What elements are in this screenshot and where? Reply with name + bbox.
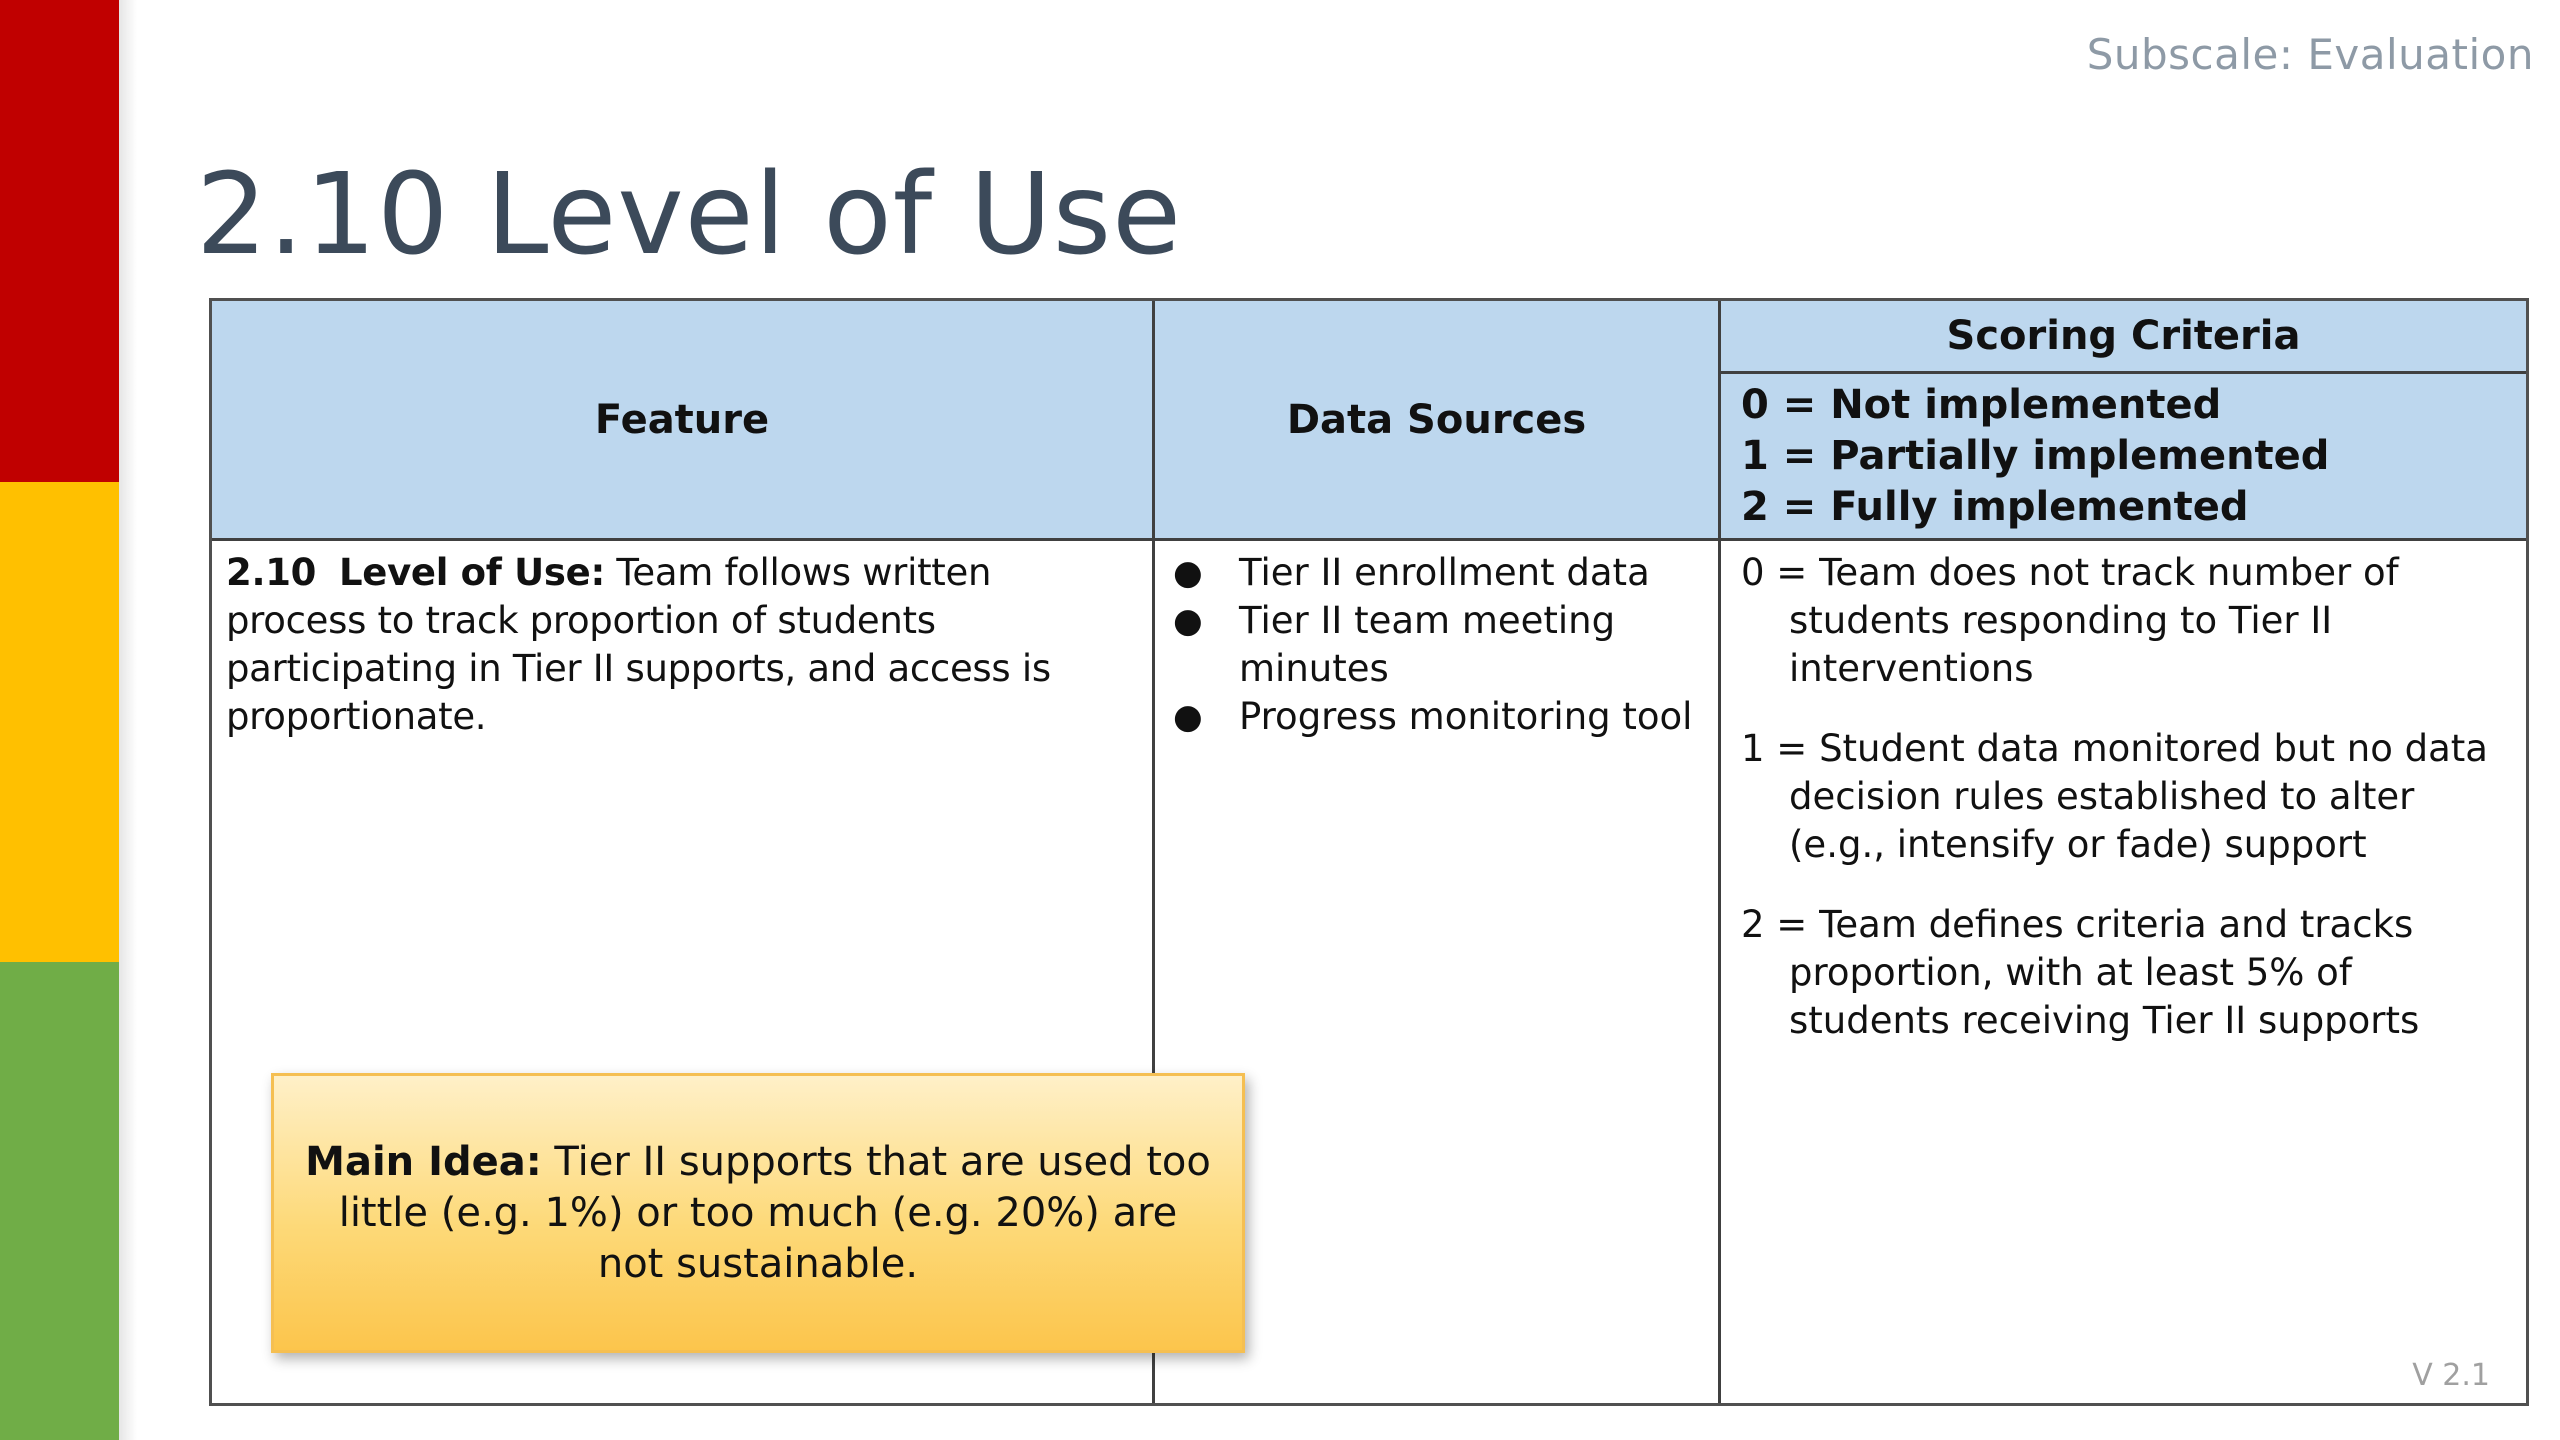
data-sources-list: ●Tier II enrollment data ●Tier II team m… bbox=[1167, 549, 1712, 741]
bullet-icon: ● bbox=[1173, 553, 1203, 593]
scoring-levels: 0 = Not implemented 1 = Partially implem… bbox=[1721, 374, 2526, 533]
data-sources-cell: ●Tier II enrollment data ●Tier II team m… bbox=[1155, 541, 1718, 1403]
feature-label: Level of Use: bbox=[339, 551, 605, 594]
color-bar-shadow bbox=[119, 0, 137, 1440]
column-divider bbox=[1718, 541, 1721, 1403]
list-item: ●Tier II enrollment data bbox=[1167, 549, 1712, 597]
main-idea-label: Main Idea: bbox=[305, 1138, 542, 1185]
feature-text: Team follows written process to track pr… bbox=[226, 551, 1051, 738]
criteria-item: 2 = Team defines criteria and tracks pro… bbox=[1741, 903, 2420, 1042]
feature-number: 2.10 bbox=[226, 551, 317, 594]
criteria-cell: 0 = Team does not track number of studen… bbox=[1721, 541, 2526, 1403]
color-bar-green bbox=[0, 962, 119, 1440]
criteria-item: 1 = Student data monitored but no data d… bbox=[1741, 727, 2488, 866]
header-data-sources: Data Sources bbox=[1152, 301, 1718, 541]
scoring-level: 1 = Partially implemented bbox=[1741, 433, 2330, 479]
color-bar-yellow bbox=[0, 482, 119, 962]
header-data-sources-label: Data Sources bbox=[1286, 396, 1587, 443]
header-feature: Feature bbox=[212, 301, 1152, 541]
subscale-label: Subscale: Evaluation bbox=[2086, 30, 2534, 79]
color-bar-red bbox=[0, 0, 119, 482]
main-idea-callout: Main Idea: Tier II supports that are use… bbox=[271, 1073, 1245, 1353]
header-scoring-criteria: Scoring Criteria 0 = Not implemented 1 =… bbox=[1718, 301, 2526, 541]
scoring-level: 0 = Not implemented bbox=[1741, 382, 2222, 428]
column-divider bbox=[1152, 541, 1155, 1403]
scoring-table: Feature Data Sources Scoring Criteria 0 … bbox=[209, 298, 2529, 1406]
main-idea-body: Tier II supports that are used too littl… bbox=[338, 1138, 1211, 1287]
list-item: ●Progress monitoring tool bbox=[1167, 693, 1712, 741]
bullet-icon: ● bbox=[1173, 601, 1203, 641]
bullet-icon: ● bbox=[1173, 697, 1203, 737]
main-idea-text: Main Idea: Tier II supports that are use… bbox=[300, 1137, 1216, 1290]
list-item: ●Tier II team meeting minutes bbox=[1173, 599, 1616, 690]
page-title: 2.10 Level of Use bbox=[196, 150, 1183, 280]
criteria-item: 0 = Team does not track number of studen… bbox=[1741, 551, 2399, 690]
header-scoring-criteria-label: Scoring Criteria bbox=[1721, 301, 2526, 374]
scoring-level: 2 = Fully implemented bbox=[1741, 484, 2249, 530]
header-feature-label: Feature bbox=[594, 396, 770, 443]
version-label: V 2.1 bbox=[2412, 1358, 2490, 1393]
feature-cell: 2.10 Level of Use: Team follows written … bbox=[212, 541, 1152, 1403]
feature-description: 2.10 Level of Use: Team follows written … bbox=[226, 549, 1138, 741]
